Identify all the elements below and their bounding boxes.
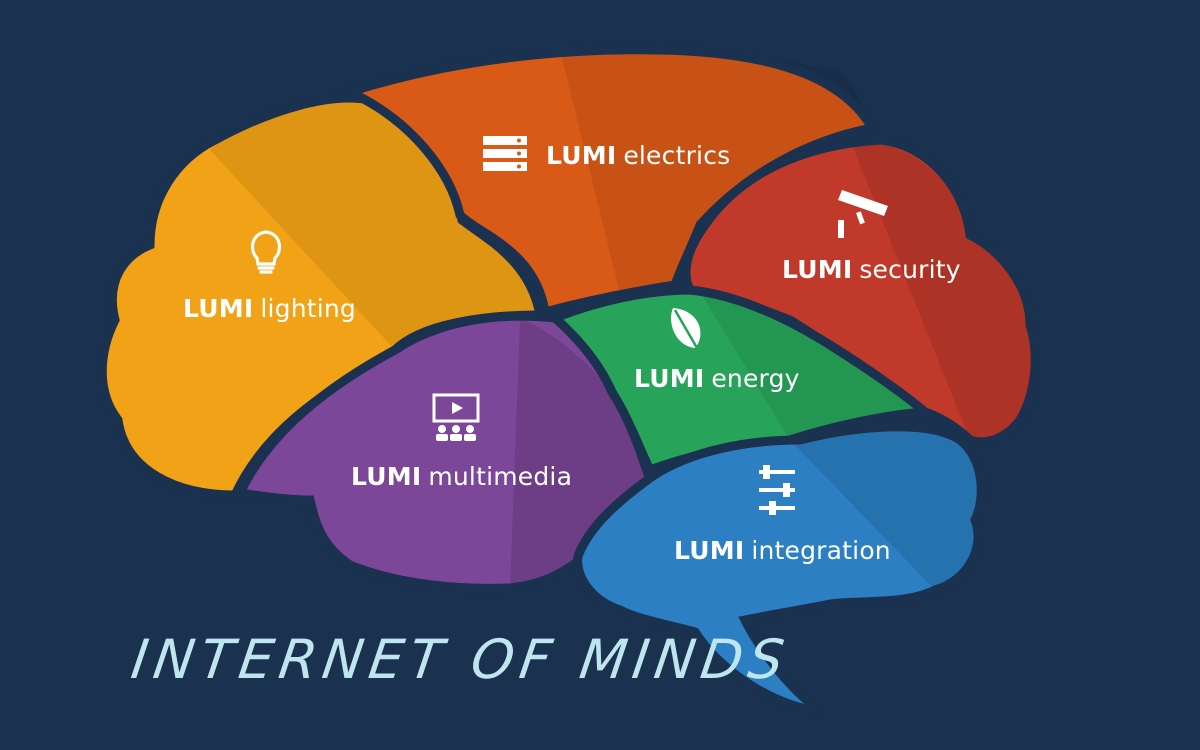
brand-text: LUMI [183, 294, 254, 323]
security-camera-icon [838, 190, 888, 238]
lobe-name: security [859, 255, 961, 284]
lobe-integration-shape [573, 422, 986, 717]
presentation-audience-icon [432, 393, 480, 441]
lobe-name: multimedia [428, 462, 573, 491]
leaf-icon [671, 308, 704, 355]
brand-text: LUMI [546, 141, 617, 170]
brand-text: LUMI [782, 255, 853, 284]
brand-text: LUMI [674, 536, 745, 565]
lightbulb-icon [250, 230, 282, 274]
lobe-name: energy [711, 364, 800, 393]
brand-text: LUMI [351, 462, 422, 491]
lobe-name: electrics [623, 141, 731, 170]
server-rack-icon [483, 136, 527, 171]
lobe-name: lighting [260, 294, 356, 323]
lobe-energy-shape [547, 285, 937, 476]
tagline: INTERNET OF MINDS [127, 628, 794, 691]
lobe-name: integration [751, 536, 891, 565]
lobe-multimedia-shape [233, 311, 656, 593]
brand-text: LUMI [634, 364, 705, 393]
sliders-icon [759, 465, 795, 515]
